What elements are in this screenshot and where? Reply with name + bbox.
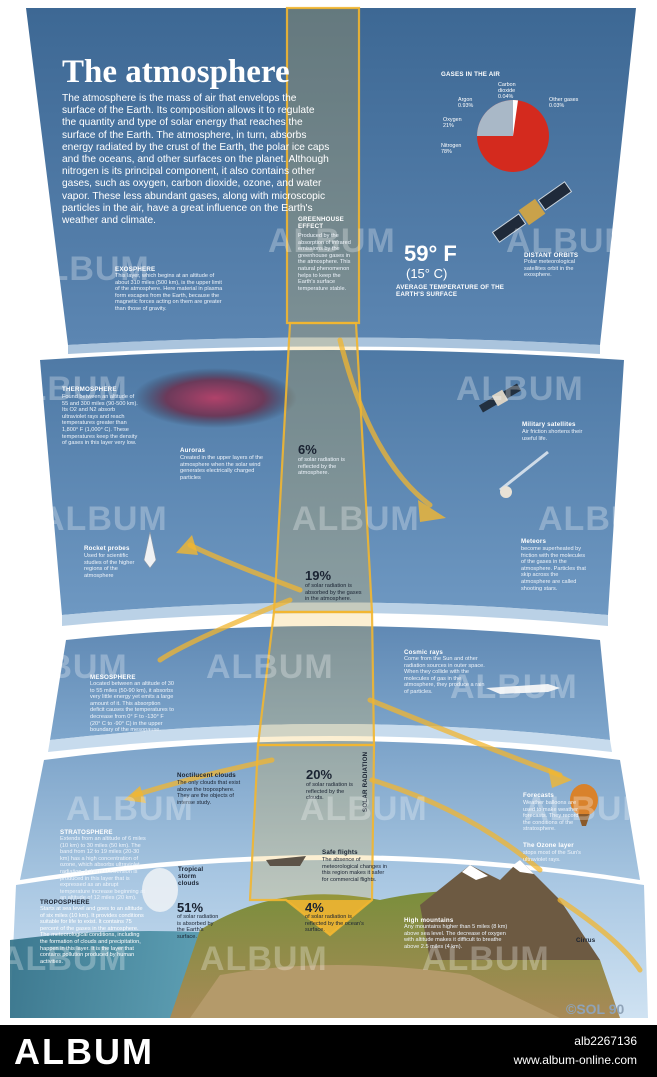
mesosphere-text: Located between an altitude of 30 to 55 …: [90, 681, 174, 734]
watermark: ALBUM: [0, 940, 128, 978]
temperature-c: (15° C): [406, 266, 448, 281]
greenhouse-text: Produced by the absorption of infrared e…: [298, 233, 351, 292]
watermark: ALBUM: [22, 250, 150, 288]
absorbed-surface-text: of solar radiation is absorbed by the Ea…: [177, 914, 219, 940]
absorbed-surface-percent: 51%: [177, 900, 204, 915]
greenhouse-heading: GREENHOUSE EFFECT: [298, 216, 345, 230]
album-logo: ALBUM: [14, 1031, 154, 1072]
layers-illustration: [10, 6, 648, 1018]
mountains-heading: High mountains: [404, 917, 454, 924]
watermark: ALBUM: [200, 940, 328, 978]
intro-text: The atmosphere is the mass of air that e…: [62, 93, 330, 227]
safe-text: The absence of meteorological changes in…: [322, 857, 387, 883]
thermosphere-text: Found between an altitude of 55 and 300 …: [62, 394, 138, 447]
meteors-text: become superheated by friction with the …: [521, 546, 586, 592]
rocket-text: Used for scientific studies of the highe…: [84, 553, 135, 579]
troposphere-heading: TROPOSPHERE: [40, 899, 90, 906]
meteors-heading: Meteors: [521, 538, 547, 545]
temperature-f: 59° F: [404, 241, 457, 266]
forecasts-heading: Forecasts: [523, 792, 555, 799]
watermark: ALBUM: [538, 500, 657, 538]
stratosphere-heading: STRATOSPHERE: [60, 829, 113, 836]
rocket-heading: Rocket probes: [84, 545, 130, 552]
watermark: ALBUM: [0, 370, 128, 408]
absorbed-atmosphere-text: of solar radiation is absorbed by the ga…: [305, 583, 362, 603]
watermark: ALBUM: [292, 500, 420, 538]
temperature-caption: AVERAGE TEMPERATURE OF THE EARTH'S SURFA…: [396, 284, 505, 298]
noctilucent-text: The only clouds that exist above the tro…: [177, 780, 241, 806]
tropical-heading: Tropical storm clouds: [178, 866, 204, 887]
ozone-heading: The Ozone layer: [523, 842, 574, 849]
orbits-heading: DISTANT ORBITS: [524, 252, 579, 259]
atmosphere-infographic: The atmosphere The atmosphere is the mas…: [0, 6, 657, 1018]
exosphere-heading: EXOSPHERE: [115, 266, 156, 273]
watermark: ALBUM: [450, 668, 578, 706]
reflected-clouds-text: of solar radiation is reflected by the c…: [306, 782, 353, 802]
mesosphere-heading: MESOSPHERE: [90, 674, 136, 681]
noctilucent-heading: Noctilucent clouds: [177, 772, 236, 779]
auroras-text: Created in the upper layers of the atmos…: [180, 455, 264, 481]
site-url: www.album-online.com: [513, 1053, 637, 1067]
watermark: ALBUM: [40, 500, 168, 538]
reflected-ocean-percent: 4%: [305, 900, 324, 915]
safe-heading: Safe flights: [322, 849, 358, 856]
absorbed-atmosphere-percent: 19%: [305, 568, 332, 583]
page-title: The atmosphere: [62, 54, 290, 90]
reflected-clouds-percent: 20%: [306, 767, 333, 782]
thermosphere-heading: THERMOSPHERE: [62, 386, 117, 393]
cosmic-text: Come from the Sun and other radiation so…: [404, 656, 485, 695]
credit-text: ©SOL 90: [566, 1001, 625, 1017]
ozone-text: stops most of the Sun's ultraviolet rays…: [523, 850, 581, 863]
watermark: ALBUM: [506, 222, 634, 260]
watermark: ALBUM: [206, 648, 334, 686]
mountains-text: Any mountains higher than 5 miles (8 km)…: [404, 924, 508, 950]
watermark: ALBUM: [268, 222, 396, 260]
forecasts-text: Weather balloons are used to make weathe…: [523, 800, 579, 833]
reflected-atmosphere-text: of solar radiation is reflected by the a…: [298, 457, 345, 477]
cirrus-label: Cirrus: [576, 937, 596, 944]
watermark: ALBUM: [456, 370, 584, 408]
orbits-text: Polar meteorological satellites orbit in…: [524, 259, 575, 279]
reflected-ocean-text: of solar radiation is reflected by the o…: [305, 914, 364, 934]
watermark: ALBUM: [300, 790, 428, 828]
image-id: alb2267136: [574, 1034, 637, 1048]
gases-heading: GASES IN THE AIR: [441, 71, 501, 78]
cosmic-heading: Cosmic rays: [404, 649, 444, 656]
exosphere-text: This layer, which begins at an altitude …: [115, 273, 223, 312]
troposphere-text: Starts at sea level and goes to an altit…: [40, 906, 144, 965]
watermark: ALBUM: [0, 648, 128, 686]
footer-bar: ALBUM alb2267136 www.album-online.com: [0, 1025, 657, 1077]
watermark: ALBUM: [422, 940, 550, 978]
military-text: Air friction shortens their useful life.: [522, 429, 583, 442]
auroras-heading: Auroras: [180, 447, 206, 454]
reflected-atmosphere-percent: 6%: [298, 442, 317, 457]
watermark: ALBUM: [524, 790, 652, 828]
military-heading: Military satellites: [522, 421, 576, 428]
watermark: ALBUM: [66, 790, 194, 828]
stratosphere-text: Extends from an altitude of 6 miles (10 …: [60, 836, 146, 902]
